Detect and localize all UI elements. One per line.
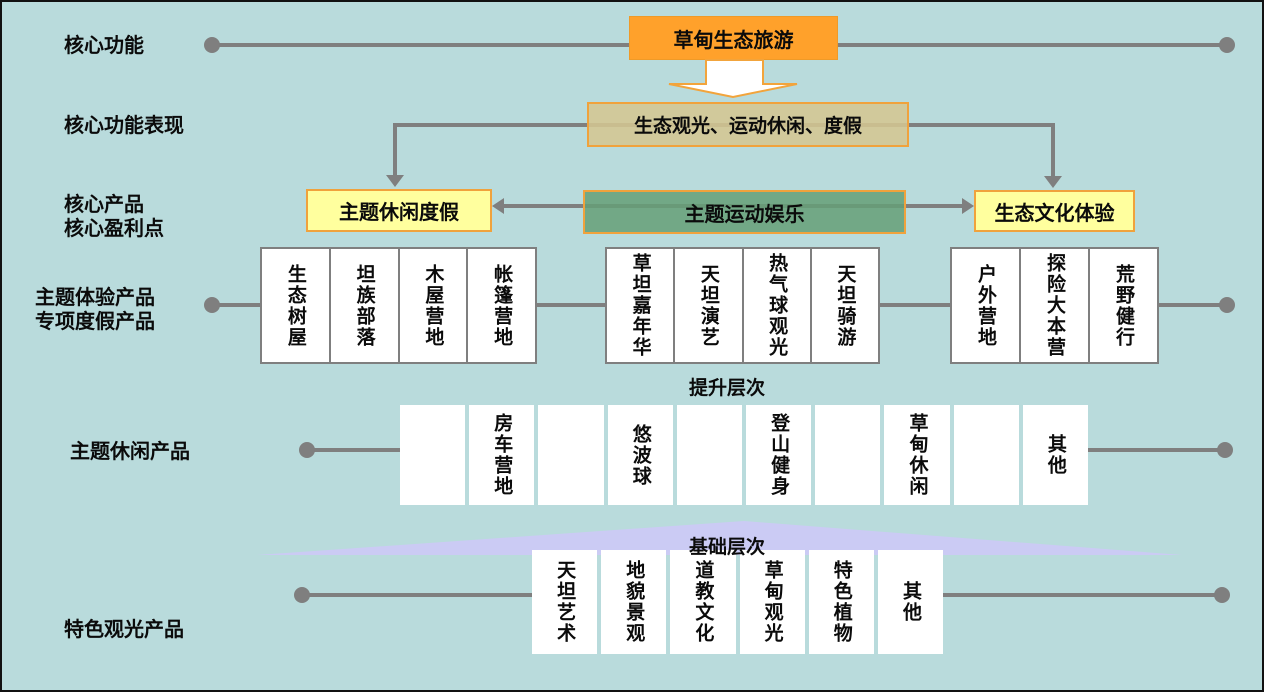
line-end-dot	[294, 587, 310, 603]
experience-item: 热气球观光	[744, 249, 812, 362]
sightseeing-item: 草甸观光	[739, 550, 805, 654]
sightseeing-item: 天坦艺术	[532, 550, 598, 654]
tier-label-upgrade: 提升层次	[688, 377, 765, 399]
sightseeing-item-label: 道教文化	[692, 560, 715, 644]
experience-item-label: 草坦嘉年华	[629, 253, 652, 358]
experience-item: 天坦骑游	[812, 249, 878, 362]
leisure-item: 草甸休闲	[884, 405, 950, 505]
sightseeing-item-label: 草甸观光	[761, 560, 784, 644]
node-theme-leisure-vacation: 主题休闲度假	[306, 189, 492, 232]
line-end-dot	[204, 37, 220, 53]
experience-item-label: 坦族部落	[353, 263, 376, 348]
experience-item: 坦族部落	[331, 249, 400, 362]
experience-item-label: 木屋营地	[422, 263, 445, 348]
experience-item-label: 天坦演艺	[697, 263, 720, 348]
experience-item-label: 探险大本营	[1044, 253, 1066, 358]
experience-item: 木屋营地	[400, 249, 469, 362]
line-end-dot	[1214, 587, 1230, 603]
guide-line-row5-left	[307, 448, 404, 452]
experience-item-label: 帐篷营地	[491, 263, 514, 348]
sightseeing-item: 道教文化	[670, 550, 736, 654]
row-label-featured-sightseeing-products: 特色观光产品	[64, 617, 184, 641]
leisure-item: 悠波球	[607, 405, 673, 505]
experience-item-label: 热气球观光	[766, 253, 789, 358]
experience-item: 草坦嘉年华	[607, 249, 676, 362]
leisure-item	[676, 405, 743, 505]
experience-item: 生态树屋	[262, 249, 331, 362]
sightseeing-item: 其他	[877, 550, 944, 654]
experience-item-label: 生态树屋	[284, 263, 307, 348]
leisure-item-label: 草甸休闲	[906, 413, 929, 497]
sightseeing-item-label: 天坦艺术	[554, 560, 577, 644]
base-tier-triangle	[257, 521, 1182, 555]
sightseeing-products-row: 天坦艺术 地貌景观 道教文化 草甸观光 特色植物 其他	[532, 550, 944, 654]
tier-label-base: 基础层次	[688, 536, 765, 558]
line-end-dot	[1219, 297, 1235, 313]
experience-item-label: 荒野健行	[1113, 263, 1135, 348]
node-theme-sports-entertainment: 主题运动娱乐	[583, 190, 906, 234]
leisure-item-label: 登山健身	[768, 413, 791, 497]
row-label-core-function-performance: 核心功能表现	[64, 113, 184, 137]
line-end-dot	[299, 442, 315, 458]
node-core-function-performance: 生态观光、运动休闲、度假	[587, 102, 909, 147]
experience-item: 天坦演艺	[675, 249, 744, 362]
guide-line-row6-left	[302, 593, 534, 597]
leisure-item: 房车营地	[469, 405, 535, 505]
leisure-item-label: 房车营地	[491, 413, 514, 497]
sightseeing-item-label: 地貌景观	[623, 560, 646, 644]
sightseeing-item-label: 特色植物	[830, 560, 853, 644]
down-block-arrow-icon	[668, 59, 798, 98]
sightseeing-item: 特色植物	[808, 550, 874, 654]
node-eco-culture-experience: 生态文化体验	[974, 190, 1135, 232]
leisure-products-row: 房车营地 悠波球 登山健身 草甸休闲 其他	[400, 405, 1089, 505]
row-label-theme-experience-products: 主题体验产品 专项度假产品	[35, 285, 155, 333]
line-end-dot	[204, 297, 220, 313]
experience-group-leisure: 生态树屋 坦族部落 木屋营地 帐篷营地	[260, 247, 537, 364]
experience-item: 户外营地	[952, 249, 1021, 362]
line-end-dot	[1219, 37, 1235, 53]
experience-item-label: 户外营地	[975, 263, 997, 348]
elbow-connector-left-vertical	[393, 123, 397, 176]
arrowhead-down-icon	[1044, 176, 1062, 188]
row-label-core-products: 核心产品 核心盈利点	[64, 192, 164, 240]
arrowhead-right-icon	[962, 198, 974, 214]
experience-item: 帐篷营地	[468, 249, 535, 362]
sightseeing-item: 地貌景观	[601, 550, 667, 654]
leisure-item-label: 悠波球	[629, 423, 652, 487]
line-end-dot	[1217, 442, 1233, 458]
leisure-item: 登山健身	[746, 405, 812, 505]
node-root-meadow-ecotourism: 草甸生态旅游	[629, 16, 838, 60]
leisure-item	[400, 405, 466, 505]
experience-item-label: 天坦骑游	[834, 263, 857, 348]
sightseeing-item-label: 其他	[899, 581, 922, 623]
guide-line-row6-right	[940, 593, 1222, 597]
experience-group-culture: 户外营地 探险大本营 荒野健行	[950, 247, 1159, 364]
leisure-item-label: 其他	[1044, 434, 1067, 476]
leisure-item	[815, 405, 881, 505]
guide-line-row5-right	[1087, 448, 1225, 452]
experience-item: 探险大本营	[1021, 249, 1090, 362]
leisure-item	[538, 405, 604, 505]
row-label-theme-leisure-products: 主题休闲产品	[70, 439, 190, 463]
experience-group-sports: 草坦嘉年华 天坦演艺 热气球观光 天坦骑游	[605, 247, 880, 364]
row-label-core-function: 核心功能	[64, 33, 144, 57]
experience-item: 荒野健行	[1090, 249, 1157, 362]
arrowhead-left-icon	[492, 198, 504, 214]
leisure-item: 其他	[1022, 405, 1089, 505]
arrowhead-down-icon	[386, 175, 404, 187]
leisure-item	[953, 405, 1019, 505]
elbow-connector-right-vertical	[1051, 123, 1055, 177]
